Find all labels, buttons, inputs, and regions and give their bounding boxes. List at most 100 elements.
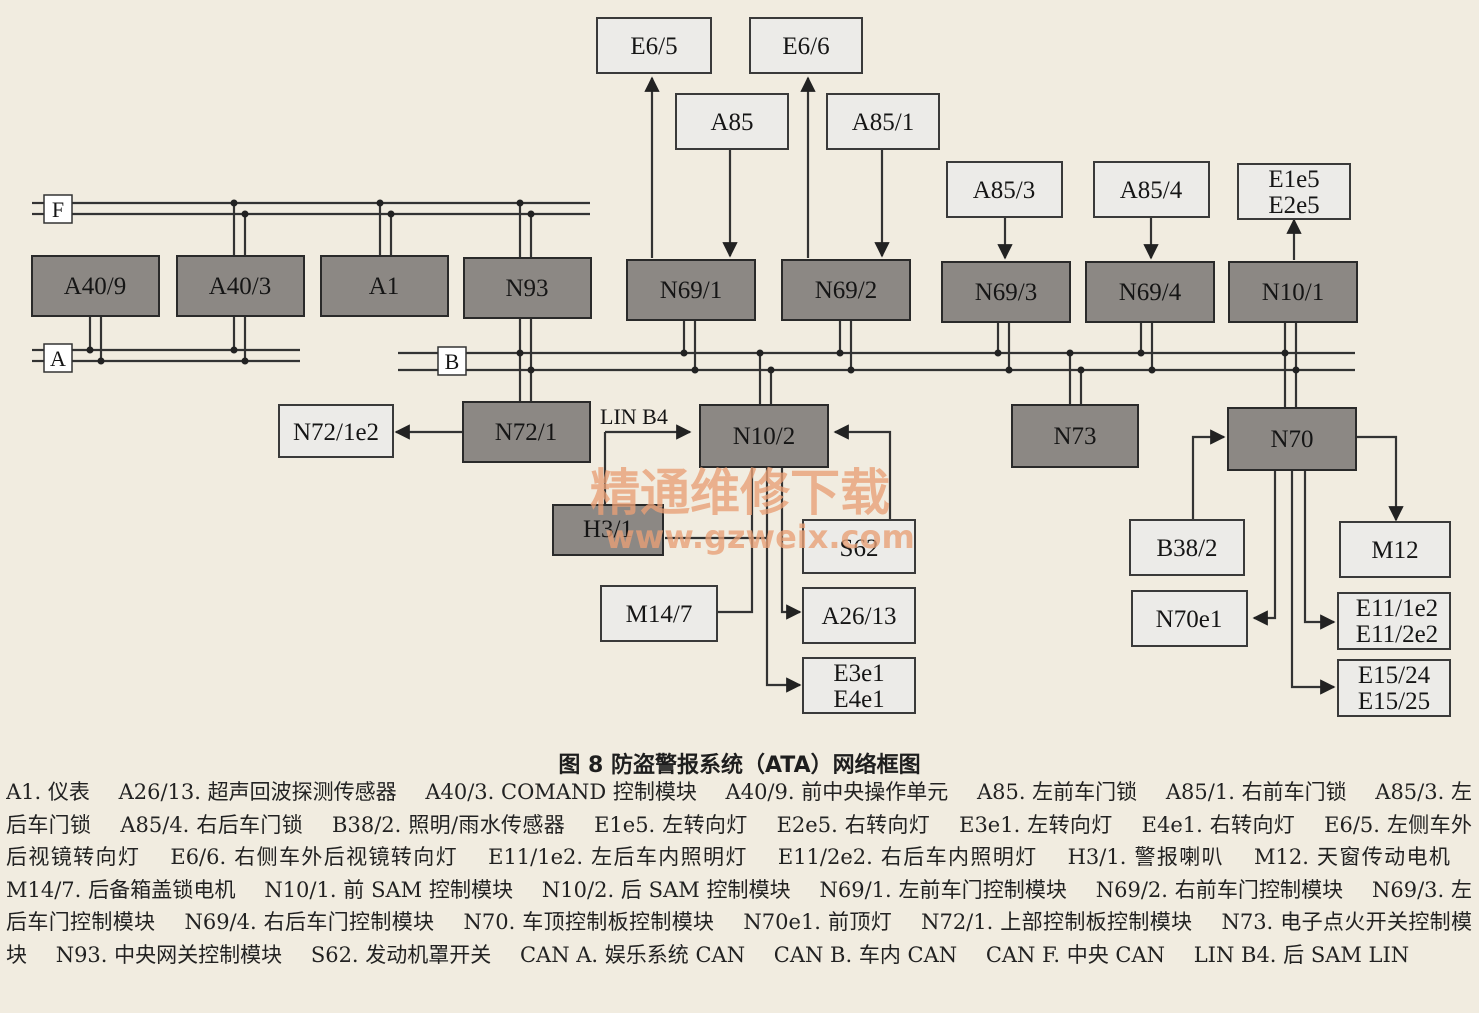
label-n73: N73	[1053, 423, 1096, 450]
legend-item: N69/4. 右后车门控制模块	[184, 910, 435, 934]
box-a1	[320, 255, 449, 317]
label-a1: A1	[369, 273, 400, 300]
network-diagram: F A B	[31, 17, 1451, 717]
bus-b-label: B	[445, 349, 460, 374]
box-a85-3	[946, 161, 1063, 218]
legend-item: M14/7. 后备箱盖锁电机	[6, 877, 236, 902]
legend-item: A1. 仪表	[6, 780, 90, 804]
label-n72-1: N72/1	[495, 419, 558, 446]
legend-item: M12. 天窗传动电机	[1254, 845, 1450, 869]
legend-item: E6/5. 左侧车外后视镜转向灯	[6, 812, 1472, 870]
label-n70: N70	[1270, 426, 1313, 453]
label-e11-2e2: E11/2e2	[1356, 621, 1438, 648]
label-e1e5: E1e5	[1268, 166, 1319, 193]
legend-item: E11/1e2. 左后车内照明灯	[488, 845, 748, 869]
legend-item: N70e1. 前顶灯	[743, 910, 893, 934]
box-m12	[1339, 521, 1451, 578]
label-s62: S62	[840, 535, 879, 562]
label-a40-9: A40/9	[64, 273, 127, 300]
legend-item: A85/1. 右前车门锁	[1165, 780, 1347, 804]
box-e15	[1337, 659, 1451, 717]
box-n69-1	[626, 259, 756, 321]
box-a26-13	[802, 587, 916, 644]
box-n72-1e2	[278, 404, 394, 458]
box-a85-4	[1093, 161, 1210, 218]
box-n69-3	[941, 261, 1071, 323]
legend-item: A85/4. 右后车门锁	[120, 812, 304, 837]
legend-item: N93. 中央网关控制模块	[55, 942, 283, 967]
legend-item: N69/1. 左前车门控制模块	[819, 877, 1068, 902]
lin-b4-label: LIN B4	[600, 404, 668, 429]
label-a85-1: A85/1	[852, 109, 915, 136]
figure-caption: 图 8 防盗警报系统（ATA）网络框图	[558, 753, 921, 778]
label-e15-25: E15/25	[1358, 688, 1430, 715]
label-e4e1: E4e1	[833, 686, 884, 713]
legend-item: N10/1. 前 SAM 控制模块	[264, 877, 514, 902]
legend-item: A85. 左前车门锁	[976, 780, 1138, 804]
box-a85-1	[826, 93, 940, 150]
legend-item: N69/3. 左后车门控制模块	[6, 877, 1472, 935]
label-n93: N93	[505, 275, 548, 302]
box-e1e5-e2e5	[1237, 163, 1351, 220]
label-e11-1e2: E11/1e2	[1356, 595, 1438, 622]
legend-item: E11/2e2. 右后车内照明灯	[777, 845, 1038, 869]
label-n69-3: N69/3	[975, 279, 1038, 306]
box-e6-5	[596, 17, 712, 74]
box-e3e1-e4e1	[802, 657, 916, 714]
label-n69-2: N69/2	[815, 277, 878, 304]
label-a40-3: A40/3	[209, 273, 272, 300]
box-a40-3	[176, 255, 305, 317]
box-n69-2	[781, 259, 911, 321]
legend-item: S62. 发动机罩开关	[310, 942, 492, 967]
label-h3-1: H3/1	[583, 516, 633, 543]
legend-item: CAN F. 中央 CAN	[985, 942, 1166, 967]
legend-item: N10/2. 后 SAM 控制模块	[541, 877, 791, 902]
box-a85	[675, 93, 789, 150]
bus-lines	[32, 201, 1355, 372]
box-n93	[463, 257, 592, 319]
legend-item: H3/1. 警报喇叭	[1067, 845, 1224, 869]
bus-a-box	[43, 343, 73, 373]
legend: A1. 仪表 A26/13. 超声回波探测传感器 A40/3. COMAND 控…	[6, 776, 1472, 1013]
watermark-url: www.gzweix.com	[605, 518, 915, 556]
box-n72-1	[462, 401, 591, 463]
legend-item: A40/9. 前中央操作单元	[725, 780, 949, 804]
box-n69-4	[1085, 261, 1215, 323]
box-b38-2	[1129, 519, 1245, 576]
label-e3e1: E3e1	[833, 660, 884, 687]
box-e6-6	[749, 17, 863, 74]
legend-item: A85/3. 左后车门锁	[6, 780, 1472, 837]
bus-f-label: F	[52, 197, 64, 222]
label-n69-1: N69/1	[660, 277, 723, 304]
label-e15-24: E15/24	[1358, 662, 1431, 689]
label-n10-1: N10/1	[1262, 279, 1325, 306]
junction-dots	[86, 199, 1300, 374]
box-a40-9	[31, 255, 160, 317]
bus-a-label: A	[50, 346, 66, 371]
label-a26-13: A26/13	[822, 603, 897, 630]
box-h3-1	[552, 504, 664, 556]
connectors	[88, 203, 1298, 408]
legend-item: CAN A. 娱乐系统 CAN	[519, 942, 746, 967]
label-n72-1e2: N72/1e2	[293, 419, 379, 446]
label-a85: A85	[710, 109, 753, 136]
legend-item: N73. 电子点火开关控制模块	[6, 910, 1472, 967]
box-n10-2	[699, 404, 829, 468]
label-m12: M12	[1371, 537, 1418, 564]
label-b38-2: B38/2	[1156, 535, 1217, 562]
legend-item: CAN B. 车内 CAN	[773, 942, 958, 967]
legend-item: N69/2. 右前车门控制模块	[1095, 877, 1344, 902]
label-n70e1: N70e1	[1156, 606, 1223, 633]
legend-item: N72/1. 上部控制板控制模块	[921, 910, 1193, 934]
legend-item: A40/3. COMAND 控制模块	[425, 780, 697, 804]
legend-item: LIN B4. 后 SAM LIN	[1193, 942, 1410, 967]
box-s62	[802, 519, 916, 574]
legend-item: A26/13. 超声回波探测传感器	[118, 780, 397, 804]
legend-item: E3e1. 左转向灯	[959, 812, 1113, 837]
box-n70	[1227, 407, 1357, 471]
box-m14-7	[600, 585, 718, 642]
label-a85-3: A85/3	[973, 177, 1036, 204]
label-e6-6: E6/6	[782, 33, 829, 60]
box-n70e1	[1131, 590, 1248, 647]
